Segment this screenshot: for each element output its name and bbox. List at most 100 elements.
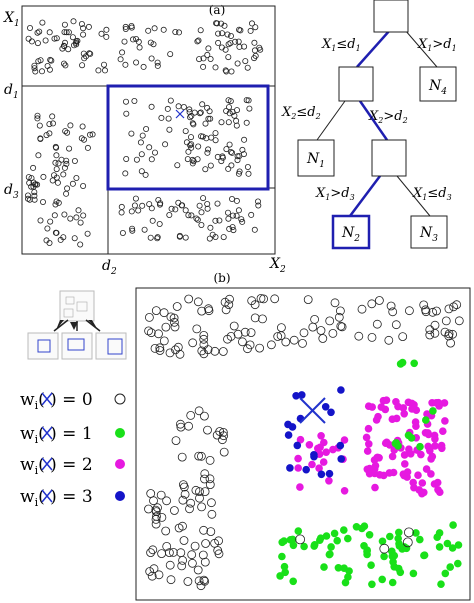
scatter-point: [40, 173, 47, 180]
scatter-point: [444, 329, 454, 339]
scatter-point: [46, 29, 53, 36]
scatter-point: [51, 212, 58, 219]
scatter-point: [85, 23, 92, 30]
scatter-point: [235, 38, 242, 45]
scatter-point: [299, 328, 309, 338]
scatter-point: [399, 470, 408, 479]
scatter-point: [166, 575, 176, 585]
scatter-point: [322, 532, 331, 540]
scatter-point: [131, 202, 138, 209]
scatter-point: [310, 542, 319, 550]
scatter-point: [319, 458, 328, 466]
scatter-point: [365, 440, 373, 448]
scatter-point: [403, 527, 414, 538]
scatter-point: [80, 212, 87, 219]
legend-cross-icon: [41, 457, 53, 471]
scatter-point: [40, 198, 47, 205]
scatter-point: [168, 205, 175, 212]
scatter-point: [162, 496, 172, 506]
scatter-point: [379, 543, 390, 554]
scatter-point: [119, 229, 126, 236]
plot-frame: [21, 5, 276, 255]
scatter-point: [39, 68, 46, 75]
scatter-point: [185, 504, 194, 514]
scatter-point: [219, 431, 229, 441]
scatter-point: [325, 469, 334, 478]
scatter-point: [162, 141, 169, 148]
scatter-point: [80, 31, 87, 38]
scatter-point: [102, 67, 109, 74]
scatter-point: [214, 20, 221, 27]
scatter-point: [225, 119, 232, 126]
scatter-point: [427, 470, 435, 478]
scatter-point: [141, 226, 148, 233]
scatter-point: [247, 27, 254, 34]
scatter-point: [340, 564, 348, 572]
scatter-point: [214, 200, 221, 207]
scatter-point: [225, 215, 232, 222]
scatter-point: [200, 487, 210, 497]
scatter-point: [215, 30, 222, 37]
scatter-point: [334, 564, 343, 572]
scatter-point: [129, 36, 136, 43]
weight-legend: wi( ) = 0wi( ) = 1wi( ) = 2wi( ) = 3: [20, 390, 126, 509]
scatter-point: [155, 346, 165, 355]
scatter-point: [172, 28, 179, 35]
scatter-point: [225, 294, 234, 304]
scatter-point: [373, 453, 382, 462]
scatter-point: [25, 35, 32, 42]
scatter-point: [148, 156, 155, 163]
scatter-point: [224, 31, 231, 38]
scatter-point: [84, 230, 91, 237]
scatter-point: [200, 469, 210, 479]
scatter-point: [136, 44, 143, 51]
scatter-point: [183, 577, 193, 586]
scatter-point: [394, 442, 402, 450]
scatter-point: [52, 201, 59, 208]
scatter-point: [199, 101, 206, 108]
highlighted-region-n2: [106, 84, 270, 191]
scatter-point: [143, 126, 150, 133]
scatter-point: [225, 54, 232, 61]
scatter-point: [255, 202, 262, 209]
scatter-point: [430, 480, 439, 488]
scatter-point: [229, 149, 236, 156]
scatter-point: [190, 158, 197, 165]
scatter-point: [294, 527, 303, 535]
scatter-point: [432, 306, 441, 316]
scatter-point: [204, 51, 211, 58]
scatter-point: [52, 159, 59, 166]
scatter-point: [423, 410, 431, 418]
scatter-point: [335, 306, 345, 316]
leaf-label-n4: N4: [428, 78, 447, 97]
scatter-point: [225, 97, 232, 104]
scatter-point: [57, 236, 64, 243]
scatter-point: [207, 224, 214, 231]
query-cross-a: [175, 109, 185, 119]
scatter-point: [37, 217, 44, 224]
scatter-point: [146, 328, 156, 338]
partition-plot: X1 X2 d1 d3 d2: [3, 5, 286, 277]
scatter-point: [379, 471, 388, 480]
scatter-point: [367, 299, 377, 309]
scatter-point: [37, 135, 44, 142]
threshold-d2: d2: [102, 258, 117, 277]
scatter-point: [388, 552, 397, 561]
scatter-point: [122, 25, 129, 32]
scatter-point: [35, 152, 42, 159]
scatter-point: [122, 170, 129, 177]
x-axis-label: X2: [269, 256, 286, 275]
scatter-point: [98, 30, 105, 37]
scatter-point: [53, 198, 60, 205]
scatter-point: [244, 163, 251, 170]
scatter-point: [186, 106, 193, 113]
scatter-point: [178, 556, 188, 565]
scatter-point: [449, 521, 457, 529]
scatter-point: [46, 121, 53, 128]
scatter-point: [188, 112, 195, 119]
scatter-point: [288, 535, 297, 544]
scatter-point: [147, 571, 157, 581]
scatter-point: [374, 412, 382, 421]
legend-marker-0: [114, 393, 126, 405]
scatter-point: [178, 202, 185, 209]
